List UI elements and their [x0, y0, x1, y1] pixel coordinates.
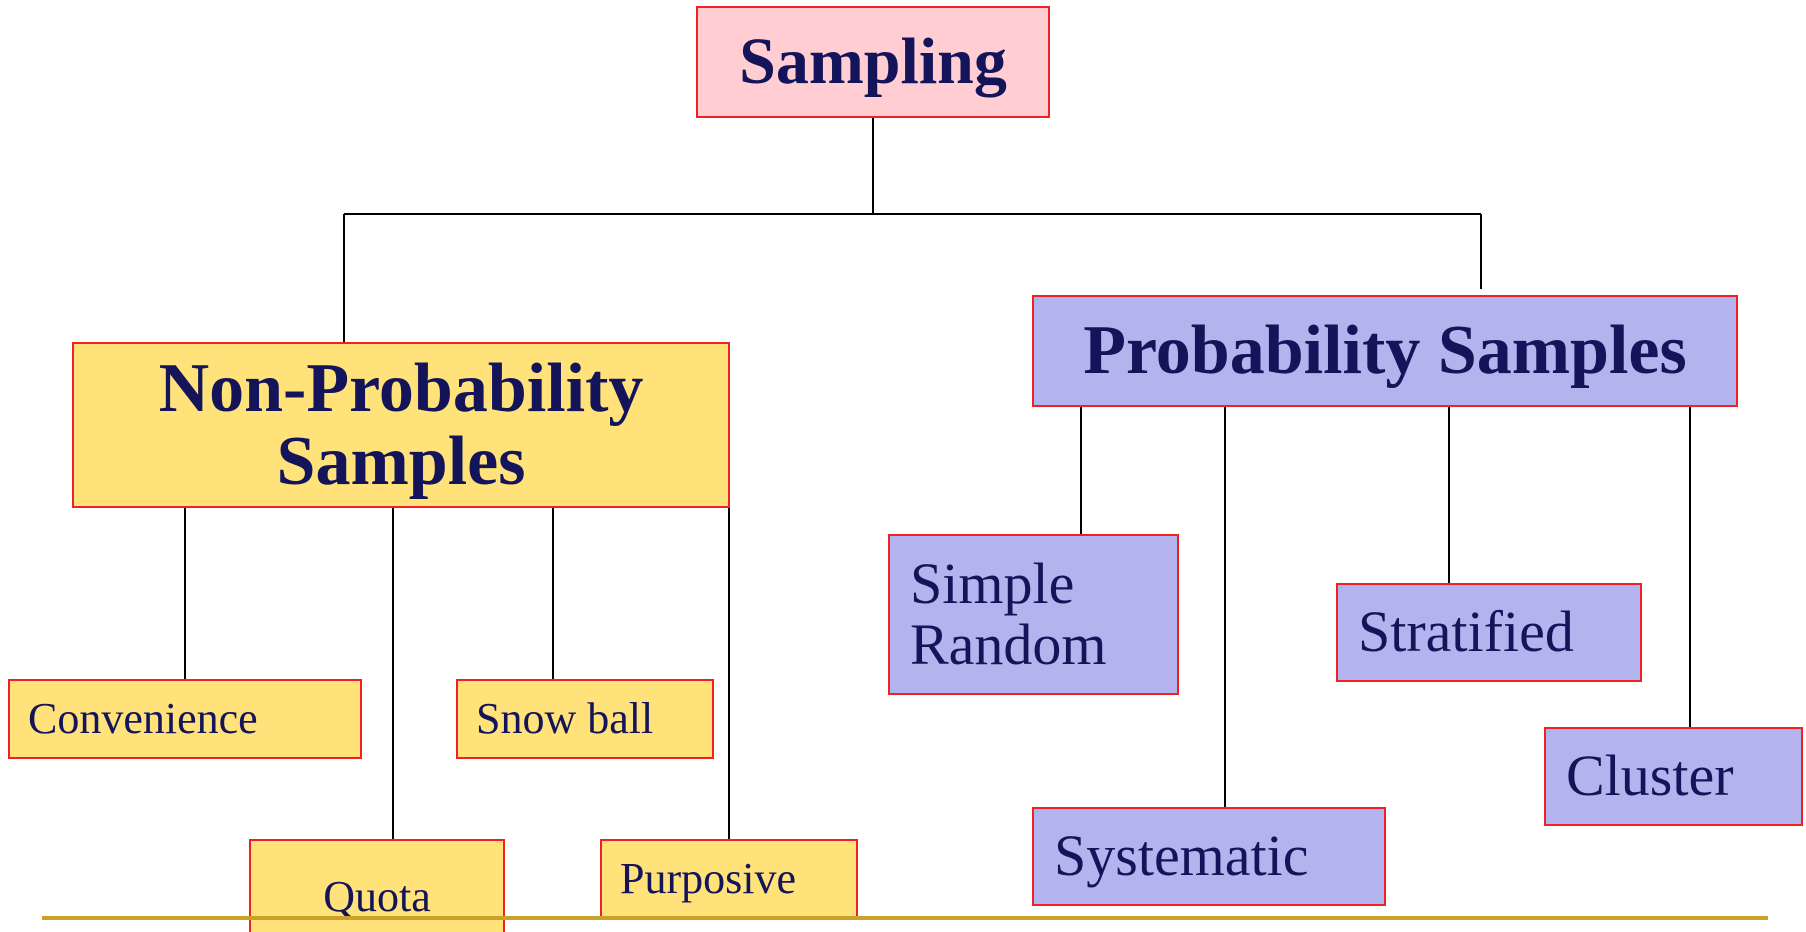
node-sampling-label: Sampling [739, 25, 1007, 99]
node-systematic-label: Systematic [1054, 823, 1309, 889]
node-simple-random-label-line2: Random [910, 611, 1107, 677]
node-purposive: Purposive [600, 839, 858, 919]
node-simple-random-label-line1: Simple [910, 550, 1075, 616]
node-cluster-label: Cluster [1566, 743, 1734, 809]
node-non-probability-label-line1: Non-Probability [158, 349, 644, 427]
node-systematic: Systematic [1032, 807, 1386, 906]
node-probability-samples: Probability Samples [1032, 295, 1738, 407]
node-snow-ball: Snow ball [456, 679, 714, 759]
node-convenience: Convenience [8, 679, 362, 759]
node-non-probability-label-line2: Samples [276, 423, 526, 500]
node-simple-random: Simple Random [888, 534, 1179, 695]
footer-rule [42, 916, 1768, 920]
node-stratified-label: Stratified [1358, 599, 1574, 665]
node-convenience-label: Convenience [28, 693, 258, 743]
node-snow-ball-label: Snow ball [476, 693, 654, 743]
node-cluster: Cluster [1544, 727, 1803, 826]
node-quota-label: Quota [323, 872, 431, 922]
node-purposive-label: Purposive [620, 853, 796, 903]
node-non-probability-samples: Non-Probability Samples [72, 342, 730, 508]
node-probability-label: Probability Samples [1083, 312, 1687, 390]
node-sampling: Sampling [696, 6, 1050, 118]
node-stratified: Stratified [1336, 583, 1642, 682]
